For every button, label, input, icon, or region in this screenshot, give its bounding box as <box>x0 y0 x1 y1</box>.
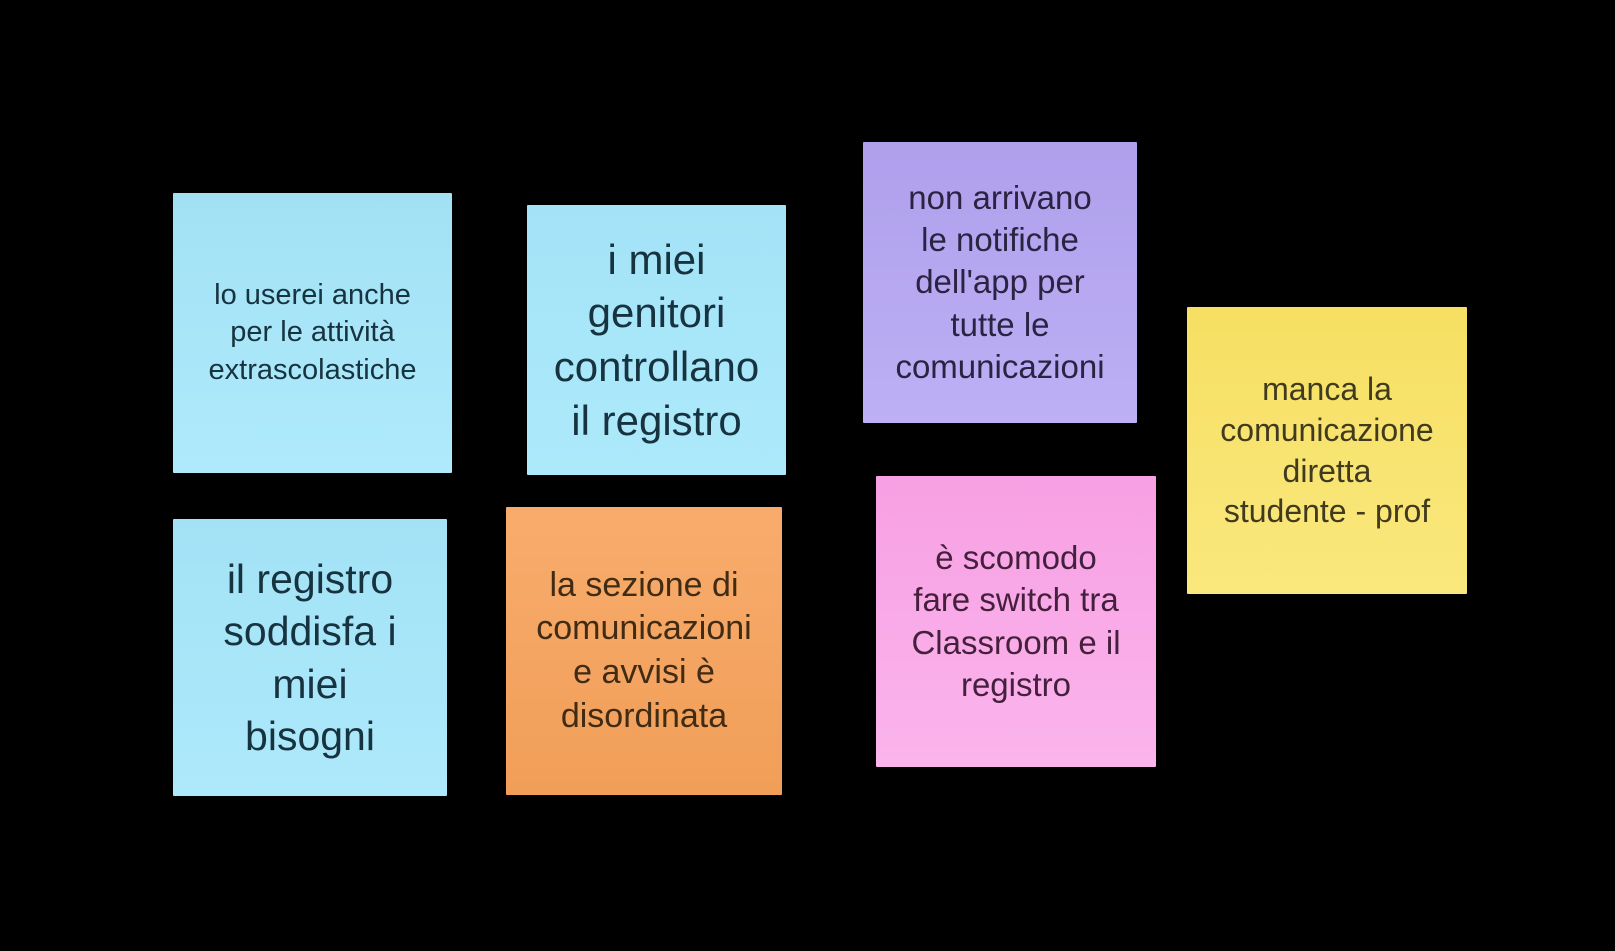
sticky-note-4-text: manca la comunicazione diretta studente … <box>1220 370 1434 530</box>
sticky-note-1-text: lo userei anche per le attività extrasco… <box>208 279 417 386</box>
sticky-note-6-text: la sezione di comunicazioni e avvisi è d… <box>536 565 752 735</box>
sticky-note-5[interactable]: il registro soddisfa i miei bisogni <box>173 519 447 796</box>
sticky-note-1[interactable]: lo userei anche per le attività extrasco… <box>173 193 452 473</box>
sticky-note-3[interactable]: non arrivano le notifiche dell'app per t… <box>863 142 1137 423</box>
sticky-note-7[interactable]: è scomodo fare switch tra Classroom e il… <box>876 476 1156 767</box>
sticky-note-6[interactable]: la sezione di comunicazioni e avvisi è d… <box>506 507 782 795</box>
sticky-note-5-text: il registro soddisfa i miei bisogni <box>223 555 397 759</box>
sticky-note-7-text: è scomodo fare switch tra Classroom e il… <box>911 539 1121 703</box>
sticky-note-3-text: non arrivano le notifiche dell'app per t… <box>895 178 1105 385</box>
sticky-note-4[interactable]: manca la comunicazione diretta studente … <box>1187 307 1467 594</box>
sticky-note-2[interactable]: i miei genitori controllano il registro <box>527 205 786 475</box>
sticky-note-2-text: i miei genitori controllano il registro <box>553 235 760 444</box>
